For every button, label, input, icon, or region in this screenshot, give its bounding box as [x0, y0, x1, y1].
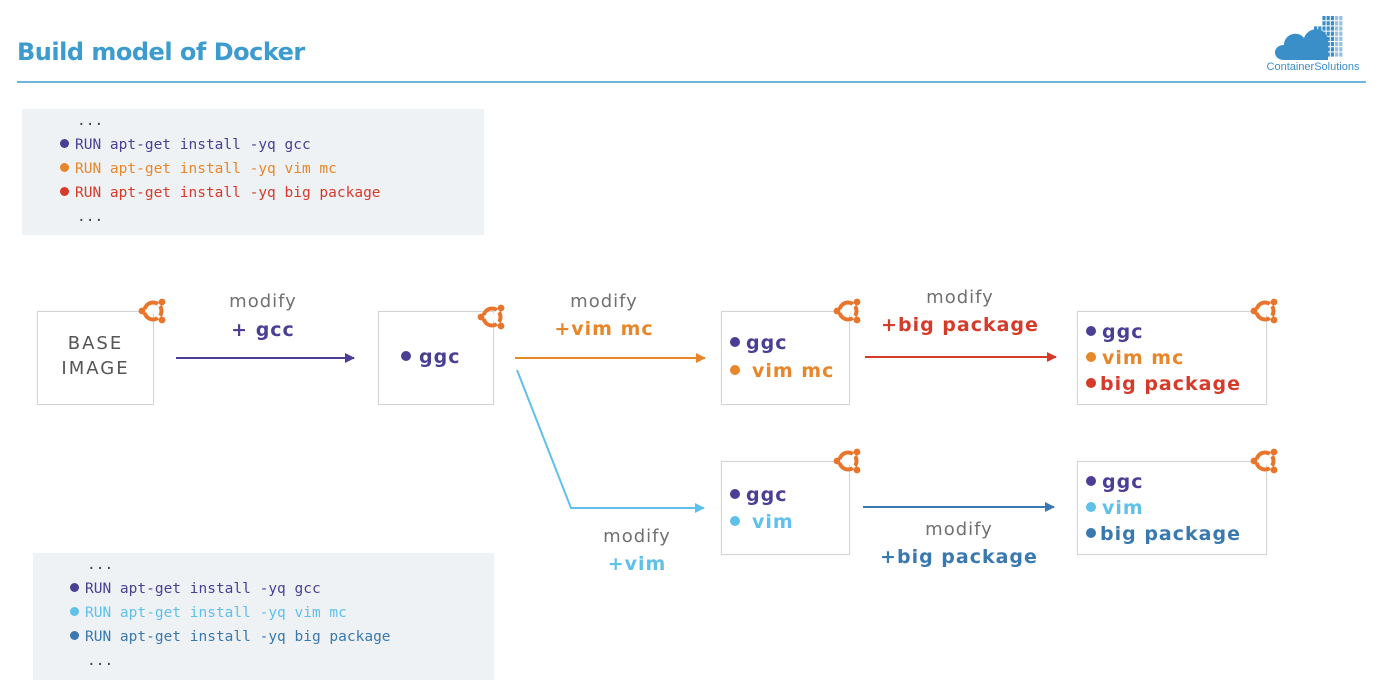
- container-solutions-logo-icon: [1275, 16, 1343, 60]
- edge3-label: modify: [926, 287, 994, 308]
- code-line: RUN apt-get install -yq big package: [60, 181, 381, 205]
- node-vim-mc-item1: ggc: [730, 332, 787, 354]
- base-image-line2: IMAGE: [61, 358, 130, 379]
- ubuntu-icon: [1250, 296, 1280, 326]
- code-text: RUN apt-get install -yq gcc: [75, 137, 311, 153]
- page-title: Build model of Docker: [17, 38, 305, 66]
- node-vim-mc-item2: vim mc: [730, 360, 834, 382]
- code-text: RUN apt-get install -yq big package: [85, 629, 391, 645]
- bullet-dot: [70, 583, 79, 592]
- edge1-change: + gcc: [231, 319, 295, 341]
- base-image-line1: BASE: [67, 333, 124, 354]
- gcc-dot: [401, 351, 411, 361]
- node-vim: ggc vim: [721, 461, 850, 555]
- node-final-bottom-item3: big package: [1086, 523, 1241, 545]
- edge3-change: +big package: [881, 314, 1039, 336]
- node-vim-item1: ggc: [730, 484, 787, 506]
- code-line: ...: [70, 649, 391, 673]
- edge2-label: modify: [570, 291, 638, 312]
- code-text: RUN apt-get install -yq gcc: [85, 581, 321, 597]
- bullet-dot: [70, 631, 79, 640]
- code-line: ...: [60, 109, 381, 133]
- node-final-top-item2: vim mc: [1086, 347, 1184, 369]
- code-line: RUN apt-get install -yq gcc: [70, 577, 391, 601]
- node-final-top-item3: big package: [1086, 373, 1241, 395]
- bullet-dot: [60, 139, 69, 148]
- node-gcc-item1: ggc: [401, 346, 460, 368]
- node-vim-item2: vim: [730, 511, 794, 533]
- node-final-bottom-item1: ggc: [1086, 471, 1143, 493]
- code-line: RUN apt-get install -yq vim mc: [70, 601, 391, 625]
- node-gcc: ggc: [378, 311, 494, 405]
- ubuntu-icon: [477, 302, 507, 332]
- logo-text: ContainerSolutions: [1266, 61, 1360, 73]
- code-line: ...: [70, 553, 391, 577]
- code-text: ...: [77, 209, 104, 225]
- node-final-bottom: ggc vim big package: [1077, 461, 1267, 555]
- ubuntu-icon: [138, 296, 168, 326]
- ubuntu-icon: [1250, 446, 1280, 476]
- code-text: RUN apt-get install -yq vim mc: [85, 605, 347, 621]
- code-line: RUN apt-get install -yq big package: [70, 625, 391, 649]
- node-final-top: ggc vim mc big package: [1077, 311, 1267, 405]
- node-final-top-item1: ggc: [1086, 321, 1143, 343]
- edge2-change: +vim mc: [554, 318, 654, 340]
- edge5-change: +big package: [880, 546, 1038, 568]
- ubuntu-icon: [833, 296, 863, 326]
- edge4-label: modify: [603, 526, 671, 547]
- code-text: ...: [87, 653, 114, 669]
- code-line: RUN apt-get install -yq vim mc: [60, 157, 381, 181]
- bullet-dot: [70, 607, 79, 616]
- node-base-image: BASE IMAGE: [37, 311, 154, 405]
- edge4-change: +vim: [607, 553, 667, 575]
- code-text: ...: [87, 557, 114, 573]
- edge1-label: modify: [229, 291, 297, 312]
- code-line: ...: [60, 205, 381, 229]
- code-text: RUN apt-get install -yq vim mc: [75, 161, 337, 177]
- code-text: ...: [77, 113, 104, 129]
- ubuntu-icon: [833, 446, 863, 476]
- arrow-vim: [516, 369, 705, 513]
- bullet-dot: [60, 187, 69, 196]
- node-final-bottom-item2: vim: [1086, 497, 1144, 519]
- code-line: RUN apt-get install -yq gcc: [60, 133, 381, 157]
- bullet-dot: [60, 163, 69, 172]
- node-vim-mc: ggc vim mc: [721, 311, 850, 405]
- code-text: RUN apt-get install -yq big package: [75, 185, 381, 201]
- edge5-label: modify: [925, 519, 993, 540]
- title-divider: [17, 81, 1366, 83]
